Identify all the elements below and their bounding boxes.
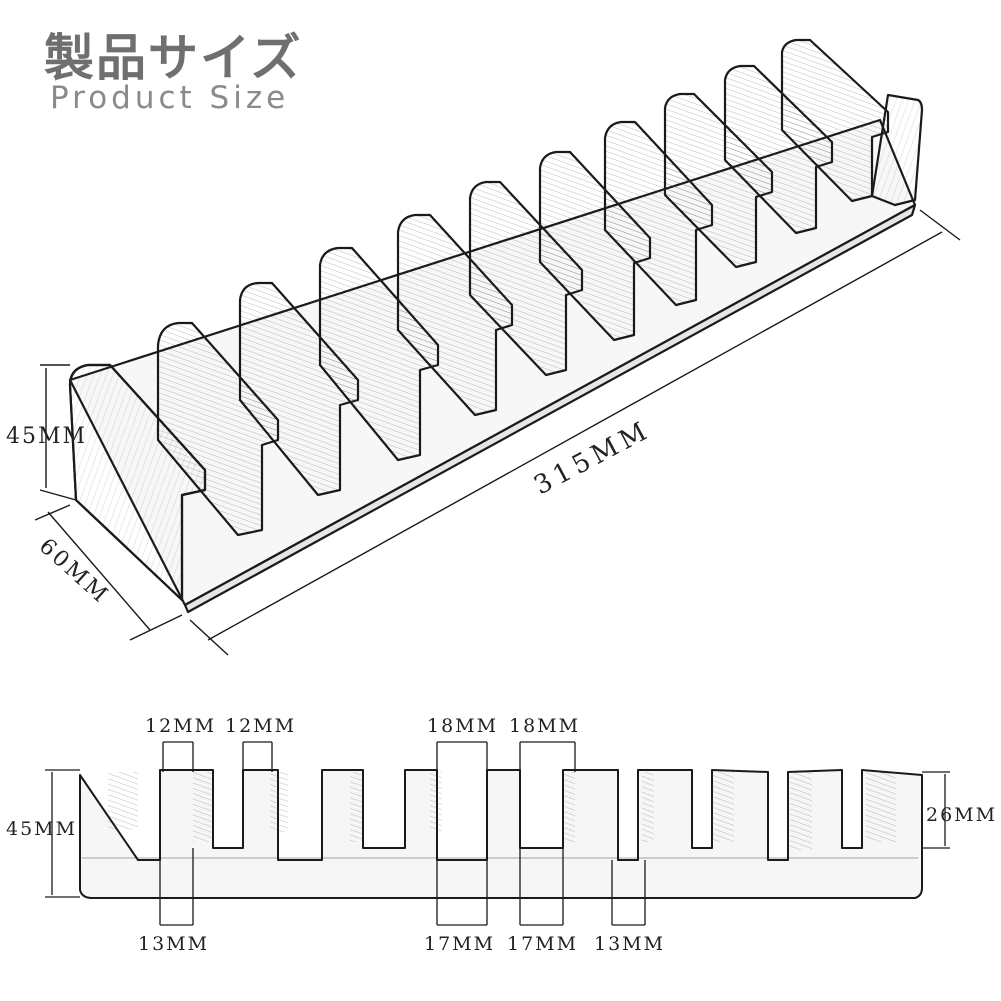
- fin-9: [723, 64, 834, 235]
- fin-2: [238, 281, 360, 497]
- fin-5: [468, 180, 584, 377]
- perspective-view: [68, 38, 924, 614]
- fin-8: [663, 92, 774, 269]
- side-dimension-lines: [45, 741, 950, 926]
- dim-slot-width-c: 18MM: [427, 715, 498, 737]
- title-japanese: 製品サイズ: [44, 29, 303, 87]
- side-view: [79, 769, 923, 899]
- fin-6: [538, 150, 652, 342]
- side-profile: [79, 769, 923, 899]
- dim-length: 315MM: [529, 415, 656, 502]
- dim-side-height: 45MM: [6, 818, 77, 840]
- dim-slot-width-a: 12MM: [145, 715, 216, 737]
- base-front: [183, 203, 917, 614]
- fin-3: [318, 246, 440, 462]
- fins: [156, 38, 924, 537]
- dim-slot-depth: 26MM: [926, 804, 997, 826]
- dim-slot-width-b: 12MM: [225, 715, 296, 737]
- fin-4: [396, 213, 514, 417]
- dim-tooth-d: 13MM: [594, 933, 665, 955]
- title-english: Product Size: [50, 80, 290, 116]
- fin-7: [603, 120, 714, 307]
- dim-tooth-c: 17MM: [507, 933, 578, 955]
- dim-slot-width-d: 18MM: [509, 715, 580, 737]
- dim-height: 45MM: [6, 424, 87, 449]
- fin-1: [156, 321, 280, 537]
- dim-tooth-a: 13MM: [138, 933, 209, 955]
- fin-11: [870, 93, 924, 207]
- dim-tooth-b: 17MM: [424, 933, 495, 955]
- dim-depth: 60MM: [34, 534, 114, 609]
- perspective-dimension-lines: [34, 209, 961, 656]
